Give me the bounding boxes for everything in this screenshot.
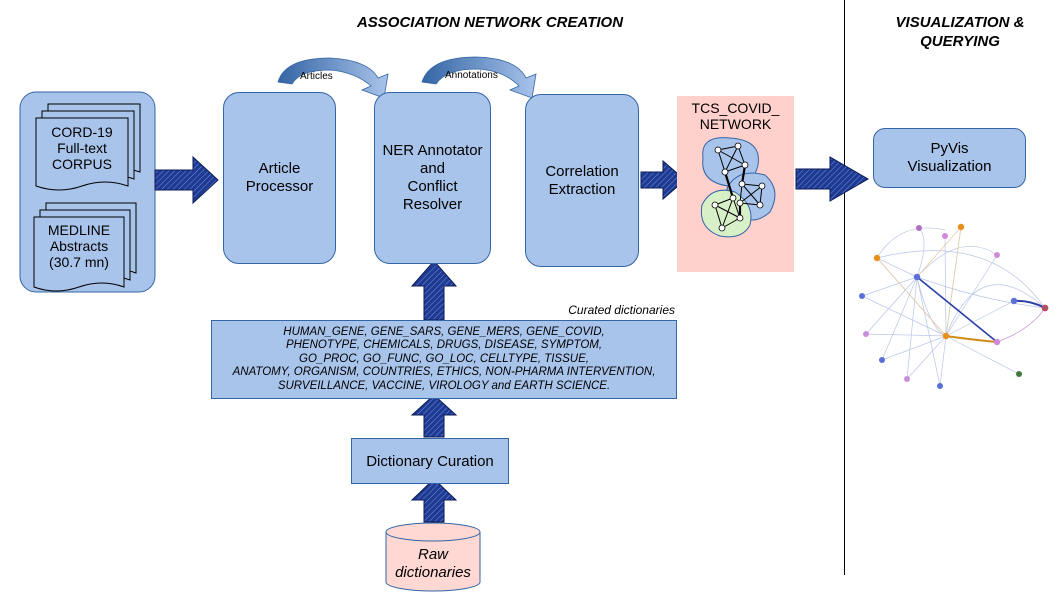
cord-line3: CORPUS bbox=[52, 156, 112, 172]
article-processor-line2: Processor bbox=[245, 178, 314, 195]
curated-dictionaries-caption: Curated dictionaries bbox=[568, 303, 675, 317]
article-processor-line1: Article bbox=[258, 160, 301, 177]
ner-line2: and bbox=[419, 160, 446, 177]
section-divider bbox=[844, 0, 845, 575]
correlation-line2: Extraction bbox=[548, 180, 616, 198]
articles-label: Articles bbox=[300, 71, 333, 82]
ner-line4: Resolver bbox=[402, 196, 463, 213]
raw-dictionaries-cylinder bbox=[385, 522, 481, 592]
arrow-sources-to-processor bbox=[154, 155, 219, 205]
arrow-raw-to-curation bbox=[410, 478, 458, 523]
visualization-heading: VISUALIZATION & QUERYING bbox=[860, 13, 1058, 51]
medline-document-icon bbox=[33, 202, 137, 292]
cord-document-icon bbox=[35, 103, 141, 191]
raw-line2: dictionaries bbox=[395, 564, 471, 581]
dictionary-line5: SURVEILLANCE, VACCINE, VIROLOGY and EART… bbox=[277, 379, 611, 392]
visualization-heading-line1: VISUALIZATION & bbox=[895, 14, 1025, 31]
cord-line2: Full-text bbox=[57, 140, 107, 156]
arrow-correlation-to-network bbox=[640, 159, 686, 201]
dictionary-line2: PHENOTYPE, CHEMICALS, DRUGS, DISEASE, SY… bbox=[285, 339, 603, 352]
ner-line1: NER Annotator bbox=[382, 142, 483, 159]
medline-line3: (30.7 mn) bbox=[49, 254, 109, 270]
cord-line1: CORD-19 bbox=[51, 124, 113, 140]
medline-line2: Abstracts bbox=[49, 238, 109, 254]
dictionary-curation-box: Dictionary Curation bbox=[351, 438, 509, 484]
visualization-heading-line2: QUERYING bbox=[920, 33, 1000, 50]
medline-line1: MEDLINE bbox=[47, 222, 111, 238]
pyvis-preview-graph bbox=[859, 223, 1049, 389]
network-graph-icon bbox=[700, 137, 776, 238]
pyvis-visualization-box: PyVis Visualization bbox=[873, 128, 1026, 188]
network-title: TCS_COVID_ NETWORK bbox=[677, 100, 794, 132]
pyvis-line2: Visualization bbox=[907, 158, 992, 175]
curated-dictionaries-box: HUMAN_GENE, GENE_SARS, GENE_MERS, GENE_C… bbox=[211, 320, 677, 399]
ner-line3: Conflict bbox=[407, 178, 458, 195]
dictionary-line4: ANATOMY, ORGANISM, COUNTRIES, ETHICS, NO… bbox=[232, 366, 656, 379]
arrow-curation-to-dictionaries bbox=[410, 394, 458, 438]
dictionary-line3: GO_PROC, GO_FUNC, GO_LOC, CELLTYPE, TISS… bbox=[299, 352, 589, 365]
correlation-extraction-box: Correlation Extraction bbox=[525, 94, 639, 267]
cord-corpus-label: CORD-19 Full-text CORPUS bbox=[36, 124, 128, 172]
medline-abstracts-label: MEDLINE Abstracts (30.7 mn) bbox=[34, 222, 124, 270]
dictionary-line1: HUMAN_GENE, GENE_SARS, GENE_MERS, GENE_C… bbox=[283, 325, 605, 338]
article-processor-box: Article Processor bbox=[223, 92, 336, 264]
correlation-line1: Correlation bbox=[545, 162, 619, 180]
network-title-line1: TCS_COVID_ bbox=[691, 100, 780, 116]
association-heading: ASSOCIATION NETWORK CREATION bbox=[356, 14, 624, 31]
annotations-label: Annotations bbox=[445, 70, 498, 81]
pyvis-line1: PyVis bbox=[930, 140, 969, 157]
raw-dictionaries-label: Raw dictionaries bbox=[386, 546, 480, 582]
raw-line1: Raw bbox=[417, 546, 448, 563]
arrow-network-to-pyvis bbox=[795, 156, 869, 202]
arrow-dictionaries-to-ner bbox=[410, 260, 458, 321]
network-title-line2: NETWORK bbox=[699, 116, 772, 132]
ner-annotator-box: NER Annotator and Conflict Resolver bbox=[374, 92, 491, 264]
